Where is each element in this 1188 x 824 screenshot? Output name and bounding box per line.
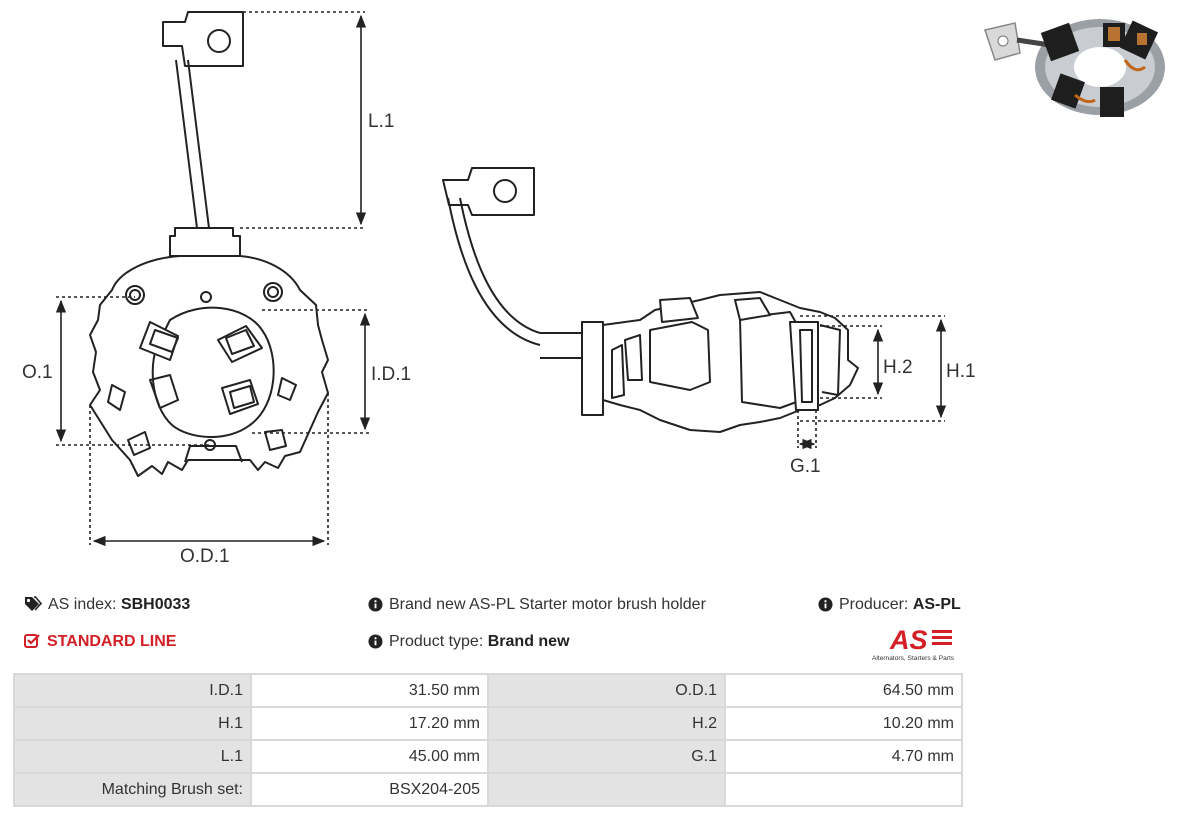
svg-text:Alternators, Starters & Parts: Alternators, Starters & Parts <box>872 655 955 662</box>
spec-value-cell: 64.50 mm <box>724 673 963 708</box>
spec-key-cell: I.D.1 <box>13 673 252 708</box>
producer-label: Producer: <box>839 596 909 613</box>
spec-key-cell: O.D.1 <box>487 673 726 708</box>
standard-line-text: STANDARD LINE <box>47 633 177 650</box>
dim-label-h2: H.2 <box>883 357 913 378</box>
as-index-line: AS index: SBH0033 <box>24 596 190 617</box>
top-view-dimensions <box>55 11 371 547</box>
table-row: Matching Brush set:BSX204-205 <box>13 772 963 807</box>
spec-value-cell: 31.50 mm <box>250 673 489 708</box>
spec-key-cell: H.2 <box>487 706 726 741</box>
tags-icon <box>24 596 43 617</box>
description-line: Brand new AS-PL Starter motor brush hold… <box>368 596 706 617</box>
dim-label-g1: G.1 <box>790 456 821 477</box>
svg-text:AS: AS <box>889 625 928 655</box>
dim-label-l1: L.1 <box>368 111 394 132</box>
spec-key-cell <box>487 772 726 807</box>
dim-label-id1: I.D.1 <box>371 364 411 385</box>
dim-label-h1: H.1 <box>946 361 976 382</box>
producer-value: AS-PL <box>912 596 961 613</box>
as-index-value: SBH0033 <box>120 596 191 613</box>
standard-line-badge: STANDARD LINE <box>24 633 176 654</box>
side-view-dimensions <box>797 315 947 450</box>
description-text: Brand new AS-PL Starter motor brush hold… <box>389 596 706 613</box>
spec-key-cell: H.1 <box>13 706 252 741</box>
spec-value-cell <box>724 772 963 807</box>
product-type-line: Product type: Brand new <box>368 633 570 654</box>
check-square-icon <box>24 633 41 654</box>
spec-value-cell: 4.70 mm <box>724 739 963 774</box>
technical-drawing: L.1 O.1 I.D.1 O.D.1 H.2 <box>22 11 976 567</box>
side-view-drawing <box>442 167 859 433</box>
dim-label-o1: O.1 <box>22 362 53 383</box>
spec-value-cell: 10.20 mm <box>724 706 963 741</box>
info-circle-icon <box>818 597 833 617</box>
spec-value-cell: BSX204-205 <box>250 772 489 807</box>
spec-key-cell: G.1 <box>487 739 726 774</box>
producer-line: Producer: AS-PL <box>818 596 961 617</box>
spec-key-cell: L.1 <box>13 739 252 774</box>
info-circle-icon <box>368 597 383 617</box>
as-pl-logo: AS Alternators, Starters & Parts <box>872 625 955 662</box>
info-circle-icon <box>368 634 383 654</box>
top-view-drawing <box>89 11 329 477</box>
spec-key-cell: Matching Brush set: <box>13 772 252 807</box>
product-type-label: Product type: <box>389 633 484 650</box>
spec-value-cell: 45.00 mm <box>250 739 489 774</box>
product-type-value: Brand new <box>487 633 570 650</box>
as-index-label: AS index: <box>48 596 117 613</box>
spec-value-cell: 17.20 mm <box>250 706 489 741</box>
dim-label-od1: O.D.1 <box>180 546 230 567</box>
product-photo <box>984 19 1165 117</box>
